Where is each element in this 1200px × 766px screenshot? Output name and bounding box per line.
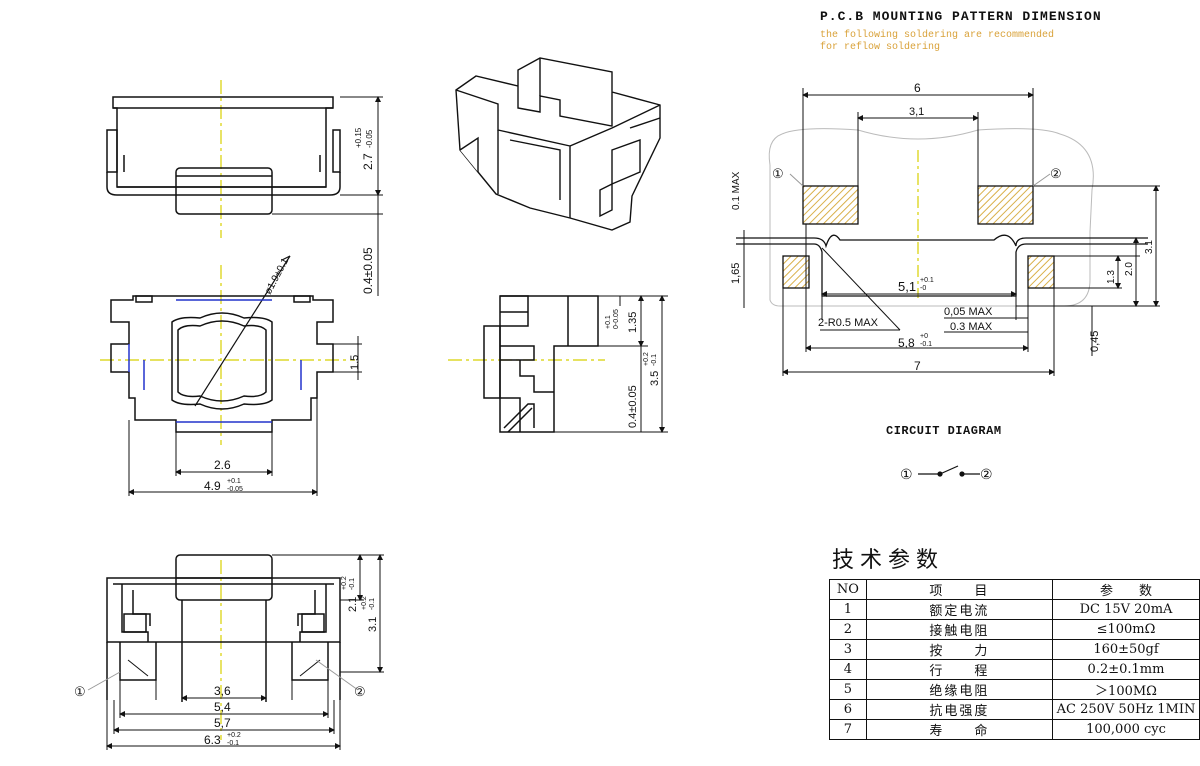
- pcb-dim-6: 6: [914, 81, 921, 95]
- bottom-pin1-marker: ①: [74, 684, 86, 699]
- pcb-dim-58-tol: +0: [920, 333, 928, 340]
- circuit-diagram: [918, 465, 980, 477]
- pcb-dim-20: 2.0: [1124, 262, 1135, 276]
- side-dim-35: 3.5: [649, 371, 661, 386]
- top-dim-26: 2.6: [214, 458, 231, 472]
- bottom-dim-36: 3,6: [214, 684, 231, 698]
- pcb-note-line1: the following soldering are recommended: [820, 30, 1055, 41]
- top-view: [100, 255, 362, 496]
- spec-cell: 160±50gf: [1052, 639, 1200, 660]
- pcb-dim-58-tol2: -0.1: [920, 341, 932, 348]
- side-dim-04: 0.4±0.05: [627, 385, 639, 428]
- pcb-note-line2: for reflow soldering: [820, 42, 941, 53]
- spec-cell: 0.2±0.1mm: [1052, 659, 1200, 680]
- spec-cell: 抗电强度: [865, 699, 1054, 720]
- spec-cell: 绝缘电阻: [865, 679, 1054, 700]
- front-dim-27: 2.7: [361, 153, 375, 170]
- bottom-dim-21: 2.1: [347, 597, 359, 612]
- bottom-dim-57: 5,7: [214, 716, 231, 730]
- spec-cell: ≤100mΩ: [1052, 619, 1200, 640]
- bottom-dim-31-tol: +0.2: [361, 596, 368, 610]
- spec-cell: ＞100MΩ: [1052, 679, 1200, 700]
- bottom-dim-63-tol2: -0.1: [227, 740, 239, 747]
- bottom-view: [87, 554, 384, 750]
- pcb-dim-51-tol: +0.1: [920, 277, 934, 284]
- spec-cell: 寿 命: [865, 719, 1054, 740]
- front-dim-04: 0.4±0.05: [361, 247, 375, 294]
- front-dim-27-tol2: -0.05: [365, 129, 374, 148]
- pcb-pin2-marker: ②: [1050, 166, 1062, 181]
- side-dim-35-tol2: -0.1: [651, 354, 658, 366]
- circuit-pin2: ②: [980, 466, 993, 482]
- spec-header-no: NO: [829, 579, 867, 600]
- bottom-pin2-marker: ②: [354, 684, 366, 699]
- spec-cell: AC 250V 50Hz 1MIN: [1052, 699, 1200, 720]
- spec-cell: 100,000 cyc: [1052, 719, 1200, 740]
- front-dim-27-tol: +0.15: [354, 127, 363, 148]
- spec-cell: 额定电流: [865, 599, 1054, 620]
- pcb-dim-005: 0,05 MAX: [944, 306, 993, 318]
- bottom-dim-31: 3.1: [367, 617, 379, 632]
- circuit-pin1: ①: [900, 466, 913, 482]
- spec-cell: DC 15V 20mA: [1052, 599, 1200, 620]
- pcb-dim-7: 7: [914, 359, 921, 373]
- pcb-dim-03: 0.3 MAX: [950, 321, 993, 333]
- top-dim-49-tol2: -0.05: [227, 486, 243, 493]
- pcb-dim-31v: 3.1: [1144, 240, 1155, 254]
- circuit-title: CIRCUIT DIAGRAM: [886, 424, 1002, 438]
- side-dim-135: 1.35: [627, 312, 639, 333]
- top-dim-49-tol: +0.1: [227, 478, 241, 485]
- bottom-dim-63-tol: +0.2: [227, 732, 241, 739]
- pcb-dim-01max: 0.1 MAX: [731, 171, 742, 210]
- bottom-dim-21-tol: +0.2: [341, 576, 348, 590]
- side-dim-01: +0.1: [605, 315, 612, 329]
- pcb-dim-045: 0,45: [1089, 331, 1101, 352]
- top-dim-dia: ø1.9±0.1: [263, 256, 291, 296]
- side-dim-01b: 0-0.05: [613, 309, 620, 329]
- isometric-view: [455, 57, 661, 231]
- bottom-dim-63: 6.3: [204, 733, 221, 747]
- pcb-dim-r05: 2-R0.5 MAX: [818, 317, 879, 329]
- top-dim-15: 1.5: [349, 355, 361, 370]
- pcb-title: P.C.B MOUNTING PATTERN DIMENSION: [820, 9, 1102, 24]
- pcb-pattern: [736, 88, 1160, 376]
- pcb-note: the following soldering are recommended …: [820, 30, 1054, 54]
- bottom-dim-54: 5,4: [214, 700, 231, 714]
- pcb-dim-58: 5,8: [898, 336, 915, 350]
- pcb-dim-13: 1.3: [1106, 270, 1117, 284]
- bottom-dim-31-tol2: -0.1: [369, 598, 376, 610]
- side-view: [448, 295, 668, 433]
- front-view: [106, 80, 383, 296]
- pcb-dim-165: 1,65: [730, 263, 742, 284]
- side-dim-35-tol: +0.2: [643, 352, 650, 366]
- bottom-dim-21-tol2: -0.1: [349, 578, 356, 590]
- spec-header-param: 参 数: [1052, 579, 1200, 600]
- top-dim-49: 4.9: [204, 479, 221, 493]
- pcb-dim-31: 3,1: [909, 106, 924, 118]
- pcb-pin1-marker: ①: [772, 166, 784, 181]
- spec-title: 技术参数: [832, 548, 945, 573]
- pcb-dim-51: 5,1: [898, 279, 916, 294]
- pcb-dim-51-tol2: -0: [920, 285, 926, 292]
